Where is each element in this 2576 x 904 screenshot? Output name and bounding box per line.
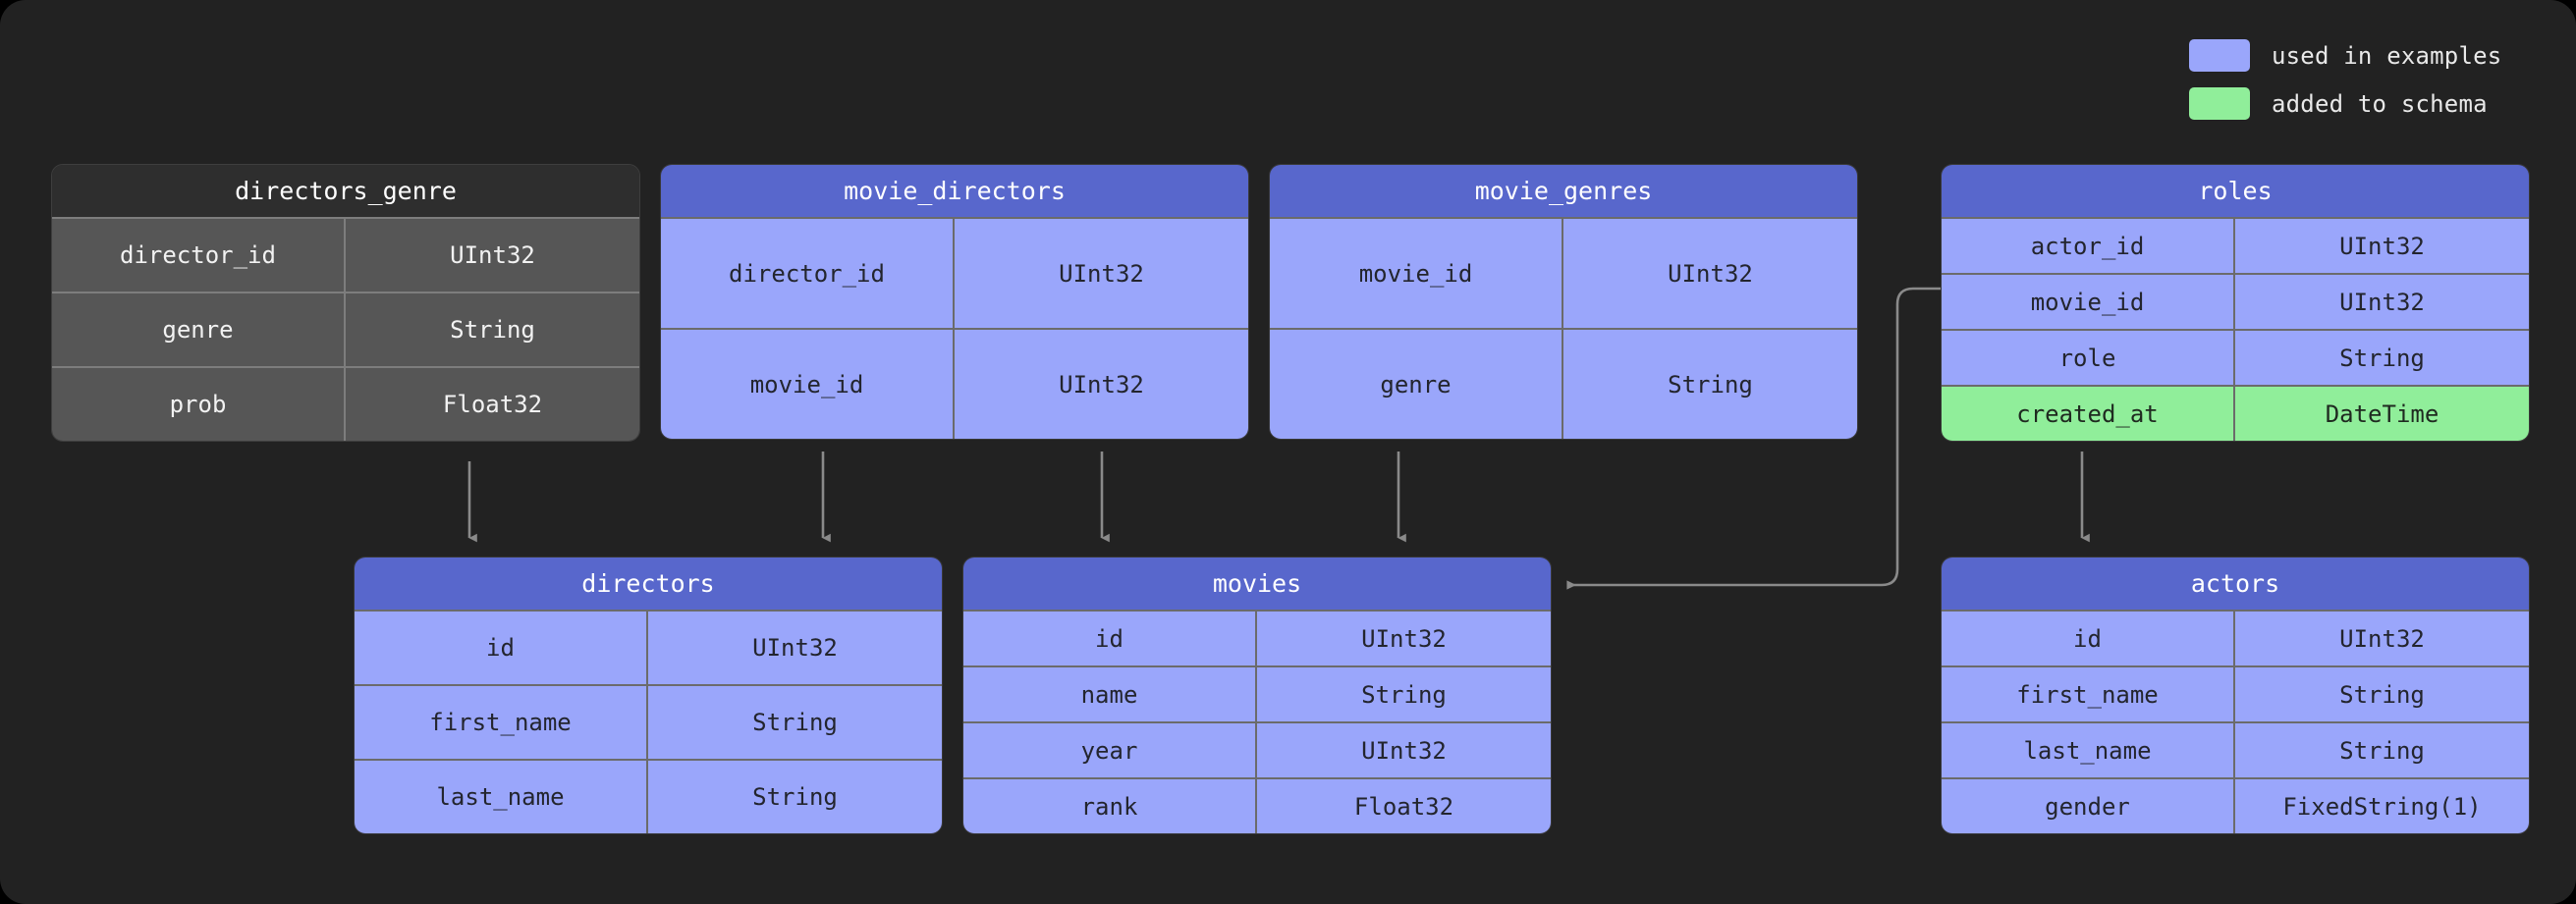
column-name: created_at [1942, 387, 2235, 441]
column-name: year [963, 723, 1257, 777]
column-type: DateTime [2325, 399, 2439, 428]
column-name: id [355, 612, 648, 684]
column-type: FixedString(1) [2282, 792, 2482, 821]
table-row[interactable]: year UInt32 [963, 721, 1551, 777]
table-row[interactable]: prob Float32 [52, 366, 639, 441]
table-row[interactable]: actor_id UInt32 [1942, 217, 2529, 273]
table-rows-actors: id UInt32 first_name String last_name St… [1942, 610, 2529, 833]
table-title-directors: directors [355, 558, 942, 610]
table-row-added[interactable]: created_at DateTime [1942, 385, 2529, 441]
column-name: last_name [1942, 723, 2235, 777]
table-rows-movie-directors: director_id UInt32 movie_id UInt32 [661, 217, 1248, 439]
column-name: movie_id [1942, 275, 2235, 329]
column-type: String [2339, 736, 2425, 765]
column-type: UInt32 [1059, 259, 1144, 288]
table-row[interactable]: movie_id UInt32 [1270, 217, 1857, 328]
column-type: Float32 [442, 391, 543, 418]
table-rows-movie-genres: movie_id UInt32 genre String [1270, 217, 1857, 439]
table-row[interactable]: first_name String [355, 684, 942, 759]
legend-item-used-in-examples: used in examples [2189, 39, 2519, 72]
column-name: id [1942, 612, 2235, 665]
table-title-movies: movies [963, 558, 1551, 610]
column-name: role [1942, 331, 2235, 385]
column-name: rank [963, 779, 1257, 833]
table-directors-genre[interactable]: directors_genre director_id UInt32 genre… [51, 164, 640, 442]
table-rows-directors: id UInt32 first_name String last_name St… [355, 610, 942, 833]
column-type: UInt32 [752, 634, 838, 662]
legend-label-added-to-schema: added to schema [2272, 89, 2488, 118]
clipped-caption-text: — —— —— — ——— —— — —— ——— — —— —— —— — —… [383, 896, 1522, 902]
column-name: director_id [661, 219, 955, 328]
table-row[interactable]: genre String [52, 292, 639, 366]
table-row[interactable]: movie_id UInt32 [661, 328, 1248, 439]
column-name: director_id [52, 219, 346, 292]
table-rows-movies: id UInt32 name String year UInt32 rank F… [963, 610, 1551, 833]
column-type: UInt32 [2339, 624, 2425, 653]
table-title-movie-genres: movie_genres [1270, 165, 1857, 217]
column-type: Float32 [1353, 792, 1454, 821]
column-type: String [2339, 680, 2425, 709]
legend-swatch-added-to-schema [2189, 87, 2250, 120]
column-name: genre [52, 293, 346, 366]
clipped-caption-strip: — —— —— — ——— —— — —— ——— — —— —— —— — —… [0, 896, 2576, 904]
table-title-actors: actors [1942, 558, 2529, 610]
table-title-roles: roles [1942, 165, 2529, 217]
table-row[interactable]: id UInt32 [963, 610, 1551, 665]
column-type: String [1361, 680, 1447, 709]
column-type: UInt32 [2339, 288, 2425, 316]
table-movie-directors[interactable]: movie_directors director_id UInt32 movie… [660, 164, 1249, 440]
table-title-movie-directors: movie_directors [661, 165, 1248, 217]
table-directors[interactable]: directors id UInt32 first_name String la… [354, 557, 943, 834]
column-type: UInt32 [1059, 370, 1144, 399]
column-name: id [963, 612, 1257, 665]
table-row[interactable]: movie_id UInt32 [1942, 273, 2529, 329]
legend: used in examples added to schema [2189, 39, 2519, 120]
column-name: movie_id [661, 330, 955, 439]
column-type: UInt32 [1668, 259, 1753, 288]
column-name: movie_id [1270, 219, 1563, 328]
column-type: String [1668, 370, 1753, 399]
column-name: first_name [1942, 667, 2235, 721]
table-row[interactable]: last_name String [1942, 721, 2529, 777]
table-actors[interactable]: actors id UInt32 first_name String last_… [1941, 557, 2530, 834]
table-row[interactable]: rank Float32 [963, 777, 1551, 833]
table-row[interactable]: role String [1942, 329, 2529, 385]
table-row[interactable]: director_id UInt32 [52, 217, 639, 292]
column-type: UInt32 [1361, 624, 1447, 653]
column-name: first_name [355, 686, 648, 759]
table-row[interactable]: first_name String [1942, 665, 2529, 721]
column-type: String [450, 316, 535, 344]
table-row[interactable]: id UInt32 [1942, 610, 2529, 665]
column-name: last_name [355, 761, 648, 833]
column-type: UInt32 [1361, 736, 1447, 765]
legend-label-used-in-examples: used in examples [2272, 41, 2502, 70]
table-row[interactable]: genre String [1270, 328, 1857, 439]
column-type: UInt32 [2339, 232, 2425, 260]
column-type: String [2339, 344, 2425, 372]
column-name: actor_id [1942, 219, 2235, 273]
table-row[interactable]: gender FixedString(1) [1942, 777, 2529, 833]
column-name: name [963, 667, 1257, 721]
table-rows-directors-genre: director_id UInt32 genre String prob Flo… [52, 217, 639, 441]
column-name: genre [1270, 330, 1563, 439]
table-roles[interactable]: roles actor_id UInt32 movie_id UInt32 ro… [1941, 164, 2530, 442]
column-name: gender [1942, 779, 2235, 833]
table-row[interactable]: name String [963, 665, 1551, 721]
table-rows-roles: actor_id UInt32 movie_id UInt32 role Str… [1942, 217, 2529, 441]
table-movies[interactable]: movies id UInt32 name String year UInt32… [962, 557, 1552, 834]
table-title-directors-genre: directors_genre [52, 165, 639, 217]
column-type: String [752, 709, 838, 736]
column-name: prob [52, 368, 346, 441]
legend-item-added-to-schema: added to schema [2189, 87, 2519, 120]
table-row[interactable]: director_id UInt32 [661, 217, 1248, 328]
table-row[interactable]: last_name String [355, 759, 942, 833]
table-movie-genres[interactable]: movie_genres movie_id UInt32 genre Strin… [1269, 164, 1858, 440]
column-type: UInt32 [450, 241, 535, 269]
column-type: String [752, 783, 838, 811]
legend-swatch-used-in-examples [2189, 39, 2250, 72]
table-row[interactable]: id UInt32 [355, 610, 942, 684]
